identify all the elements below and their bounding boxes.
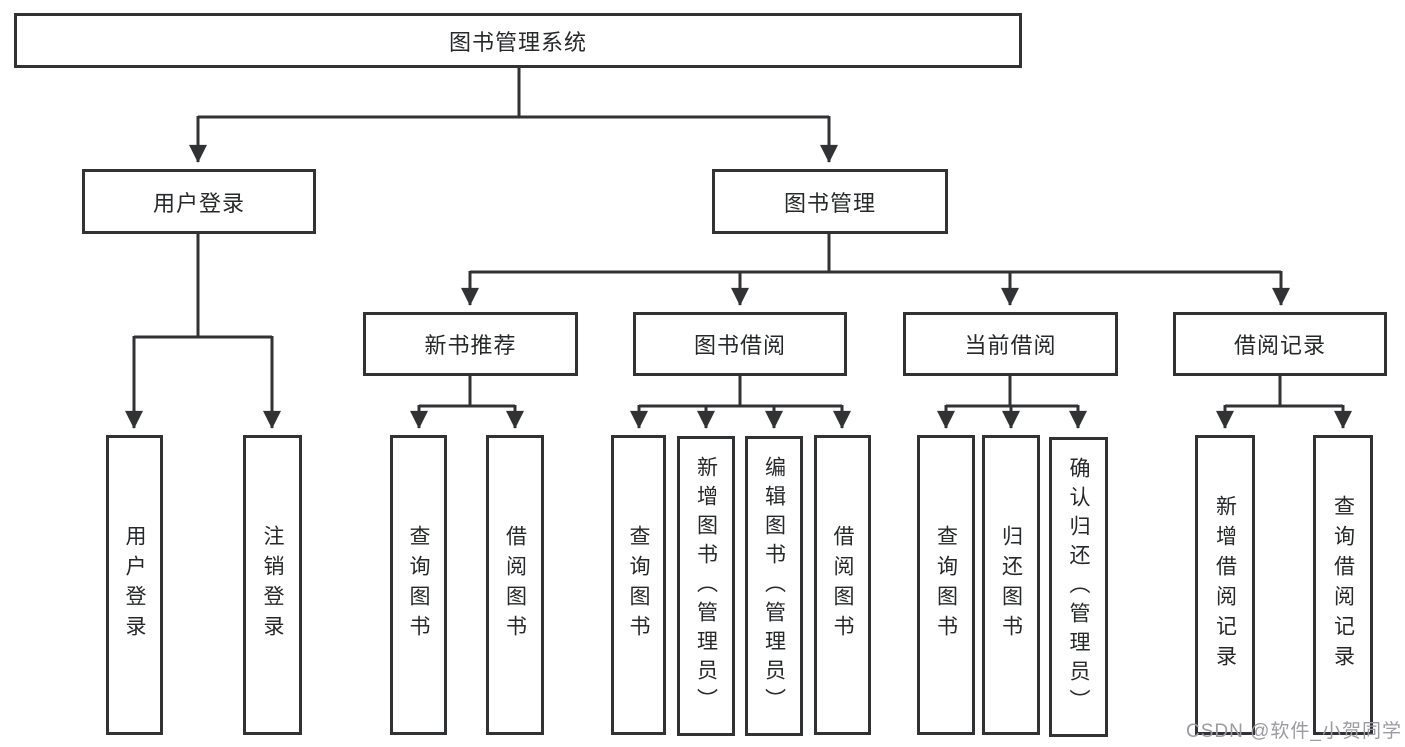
leaf-add-book-admin: 新增图书（管理员） [677, 436, 735, 736]
leaf-logout: 注销登录 [243, 435, 302, 735]
node-book-borrow: 图书借阅 [633, 312, 847, 376]
node-root: 图书管理系统 [14, 13, 1022, 68]
node-book-management: 图书管理 [712, 169, 948, 234]
leaf-edit-book-admin: 编辑图书（管理员） [745, 436, 803, 736]
leaf-borrow-book: 借阅图书 [814, 435, 871, 735]
leaf-return-book: 归还图书 [982, 435, 1040, 735]
node-user-login: 用户登录 [82, 169, 316, 234]
leaf-confirm-return-admin: 确认归还（管理员） [1049, 437, 1108, 737]
leaf-borrow-book-recommend: 借阅图书 [486, 435, 544, 735]
leaf-add-borrow-record: 新增借阅记录 [1195, 435, 1255, 735]
leaf-query-book-recommend: 查询图书 [390, 435, 447, 735]
leaf-query-borrow-record: 查询借阅记录 [1313, 435, 1373, 735]
leaf-query-book-current: 查询图书 [917, 435, 975, 735]
csdn-watermark: CSDN @软件_小贺同学 [1186, 721, 1402, 742]
node-borrow-record: 借阅记录 [1173, 312, 1387, 376]
leaf-user-login: 用户登录 [106, 435, 163, 735]
node-new-book-recommend: 新书推荐 [363, 312, 578, 376]
node-current-borrow: 当前借阅 [903, 312, 1118, 376]
leaf-query-book-borrow: 查询图书 [611, 435, 666, 735]
